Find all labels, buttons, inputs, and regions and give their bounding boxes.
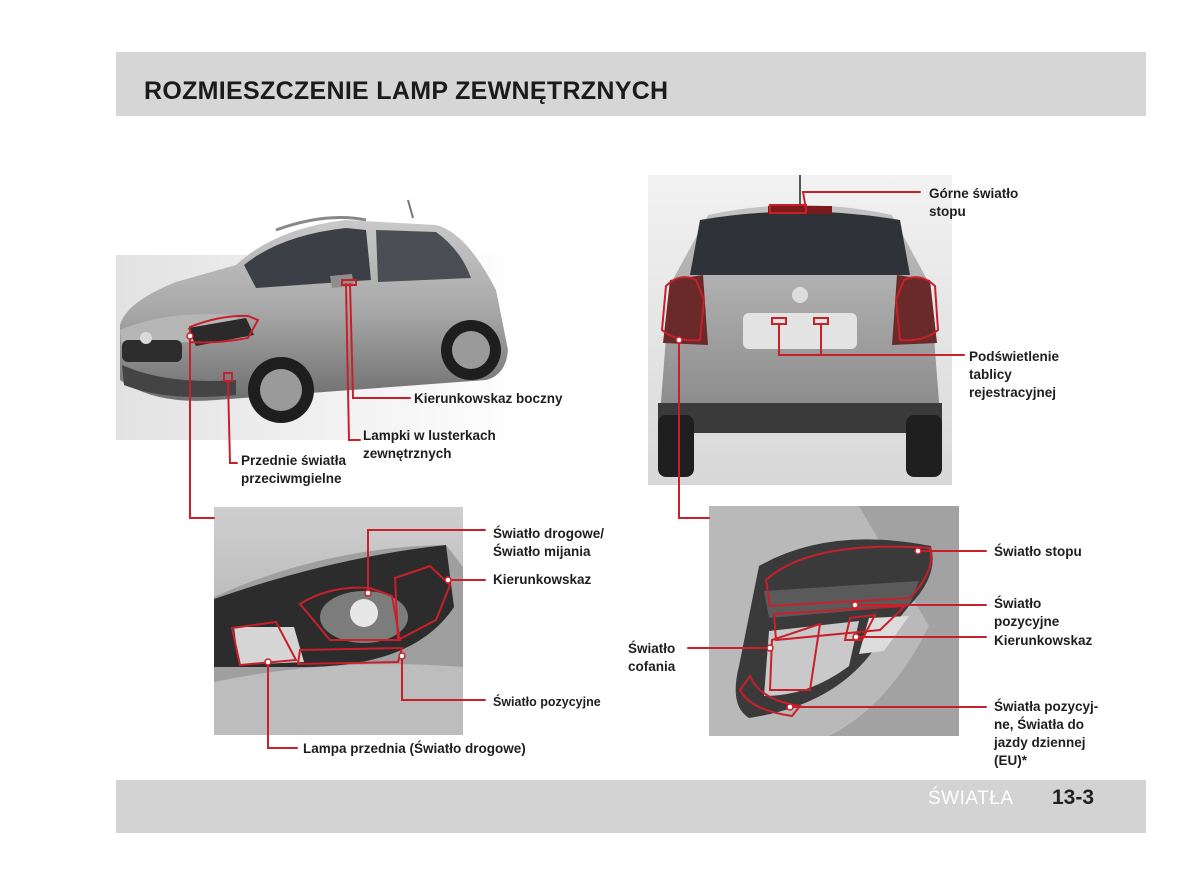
taillamp-detail-image bbox=[709, 506, 959, 736]
page-number: 13-3 bbox=[1052, 786, 1095, 809]
label-headlamp: Lampa przednia (Światło drogowe) bbox=[303, 741, 526, 756]
label-plate-light-line1: Podświetlenie bbox=[969, 349, 1060, 364]
label-front-turn-signal: Kierunkowskaz bbox=[493, 572, 592, 587]
label-reverse-light: Światło cofania bbox=[628, 640, 675, 676]
front-car-image bbox=[116, 190, 528, 440]
label-reverse-light-line1: Światło bbox=[628, 641, 676, 656]
label-stop-light: Światło stopu bbox=[994, 544, 1082, 559]
label-mirror-lamps-line1: Lampki w lusterkach bbox=[363, 428, 496, 443]
header-band bbox=[116, 52, 1146, 116]
label-high-low-beam-line2: Światło mijania bbox=[493, 544, 591, 559]
label-rear-turn-signal: Kierunkowskaz bbox=[994, 633, 1093, 648]
label-rear-position-light-line2: pozycyjne bbox=[994, 614, 1060, 629]
rear-car-image bbox=[648, 175, 952, 485]
label-mirror-lamps-line2: zewnętrznych bbox=[363, 446, 452, 461]
label-rear-position-light-line1: Światło bbox=[994, 596, 1042, 611]
label-plate-light-line2: tablicy bbox=[969, 367, 1012, 382]
label-drl-line4: (EU)* bbox=[994, 753, 1027, 768]
label-fog-lamps: Przednie światła przeciwmgielne bbox=[241, 452, 346, 488]
label-high-low-beam: Światło drogowe/ Światło mijania bbox=[493, 525, 604, 561]
label-high-low-beam-line1: Światło drogowe/ bbox=[493, 526, 605, 541]
footer-band bbox=[116, 780, 1146, 833]
label-high-stop-line1: Górne światło bbox=[929, 186, 1019, 201]
section-name: ŚWIATŁA bbox=[928, 788, 1014, 809]
label-high-stop: Górne światło stopu bbox=[929, 185, 1018, 221]
label-front-position-light: Światło pozycyjne bbox=[493, 695, 601, 709]
label-plate-light: Podświetlenie tablicy rejestracyjnej bbox=[969, 348, 1059, 402]
label-mirror-lamps: Lampki w lusterkach zewnętrznych bbox=[363, 427, 496, 463]
label-drl: Światła pozycyj- ne, Światła do jazdy dz… bbox=[994, 698, 1098, 770]
label-drl-line3: jazdy dziennej bbox=[994, 735, 1086, 750]
label-drl-line2: ne, Światła do bbox=[994, 717, 1085, 732]
label-plate-light-line3: rejestracyjnej bbox=[969, 385, 1057, 400]
label-side-turn-signal: Kierunkowskaz boczny bbox=[414, 391, 563, 406]
label-fog-lamps-line1: Przednie światła bbox=[241, 453, 347, 468]
page-title: ROZMIESZCZENIE LAMP ZEWNĘTRZNYCH bbox=[144, 77, 669, 105]
label-drl-line1: Światła pozycyj- bbox=[994, 699, 1099, 714]
label-fog-lamps-line2: przeciwmgielne bbox=[241, 471, 342, 486]
label-high-stop-line2: stopu bbox=[929, 204, 966, 219]
label-reverse-light-line2: cofania bbox=[628, 659, 676, 674]
label-rear-position-light: Światło pozycyjne bbox=[994, 595, 1059, 631]
